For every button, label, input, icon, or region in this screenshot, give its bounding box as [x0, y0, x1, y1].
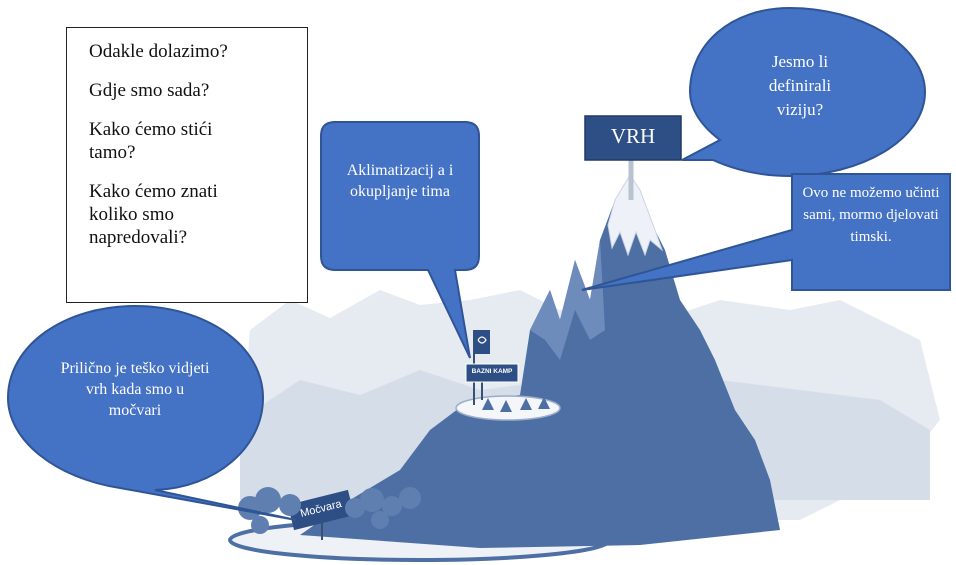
summit-sign	[584, 115, 682, 161]
bubble-text-mocvara: Prilično je teško vidjeti vrh kada smo u…	[60, 360, 210, 419]
flag-emblem-icon	[477, 336, 487, 344]
base-camp-sign-label: BAZNI KAMP	[471, 368, 513, 375]
bubble-text-timski: Ovo ne možemo učinti sami, mormo djelova…	[802, 185, 940, 245]
question-3: Kako ćemo stići tamo?	[89, 119, 213, 163]
speech-bubble-timski	[581, 173, 951, 291]
question-1: Odakle dolazimo?	[89, 41, 228, 62]
swamp-trees	[238, 487, 421, 534]
tent	[538, 397, 550, 409]
tent	[482, 398, 494, 410]
bubble-text-aklimatizacija: Aklimatizacij a i okupljanje tima	[346, 162, 454, 200]
snow-cap	[607, 174, 664, 257]
questions-box: Odakle dolazimo? Gdje smo sada? Kako ćem…	[66, 27, 308, 303]
speech-bubble-mocvara	[6, 304, 297, 521]
flag-icon	[474, 330, 490, 354]
question-4: Kako ćemo znati koliko smo napredovali?	[89, 181, 218, 248]
base-camp-sign	[465, 363, 519, 383]
speech-bubble-aklimatizacija	[320, 121, 480, 359]
summit-sign-label: VRH	[610, 124, 656, 148]
mountain-highlight	[530, 240, 605, 360]
bubble-text-vizija: Jesmo li definirali viziju?	[768, 52, 832, 119]
tent	[500, 400, 512, 412]
question-2: Gdje smo sada?	[89, 80, 210, 101]
swamp-sign	[287, 489, 355, 531]
speech-bubble-vizija	[681, 6, 927, 178]
tent	[520, 398, 532, 410]
